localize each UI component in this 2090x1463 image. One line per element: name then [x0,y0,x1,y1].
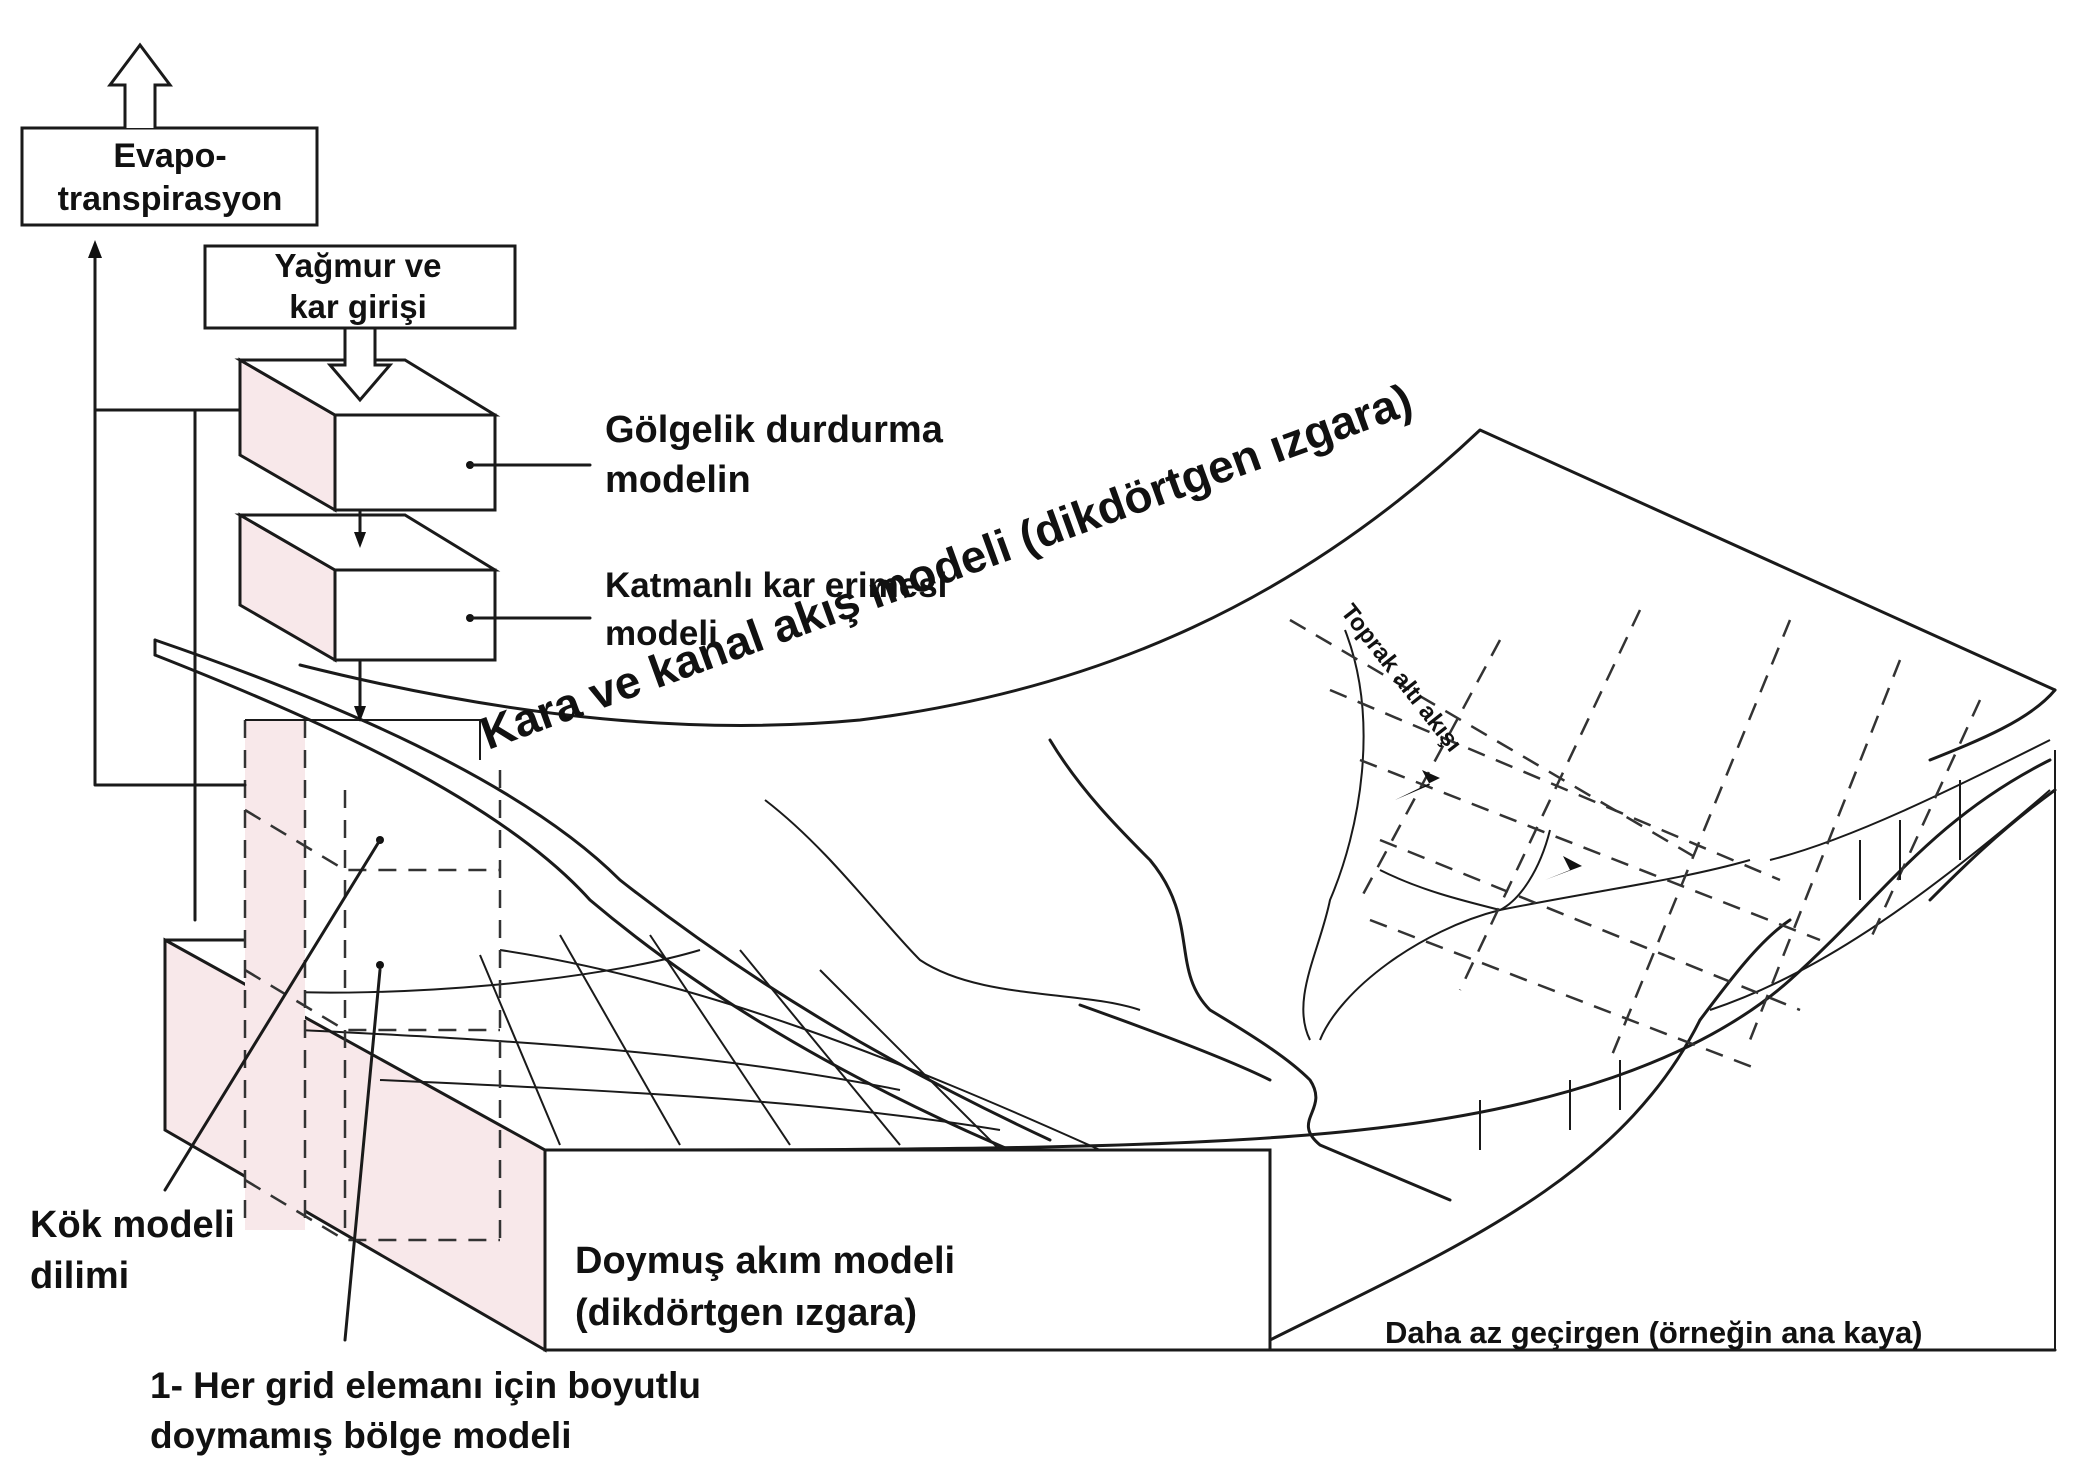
snow-label-1: Katmanlı kar erimesi [605,566,947,605]
bedrock-label: Daha az geçirgen (örneğin ana kaya) [1385,1315,1923,1350]
connectors [88,240,1582,1342]
rain-label-1: Yağmur ve [275,247,442,284]
rain-label-2: kar girişi [289,288,427,325]
terrain-surface [298,428,2057,1352]
rain-input-box [203,244,517,403]
evapotranspiration-box [20,42,319,227]
unsaturated-label-1: 1- Her grid elemanı için boyutlu [150,1365,701,1406]
evapo-label-2: transpirasyon [58,180,283,218]
canopy-label-2: modelin [605,459,751,501]
saturated-label-2: (dikdörtgen ızgara) [575,1292,917,1334]
evapo-label-1: Evapo- [113,137,226,175]
saturated-label-1: Doymuş akım modeli [575,1240,955,1282]
root-label-1: Kök modeli [30,1204,235,1246]
unsaturated-label-2: doymamış bölge modeli [150,1415,571,1456]
canopy-label-1: Gölgelik durdurma [605,409,944,451]
snow-label-2: modeli [605,614,718,653]
root-column [243,719,502,1242]
subsurface-label: Toprak altı akışı [1335,599,1467,757]
snow-box [234,512,501,663]
root-label-2: dilimi [30,1255,129,1297]
